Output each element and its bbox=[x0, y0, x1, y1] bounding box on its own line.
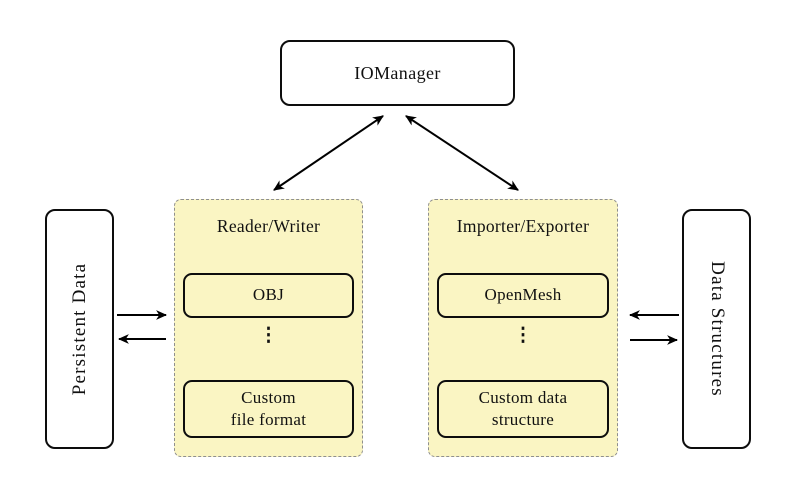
group-importer-exporter: Importer/Exporter OpenMesh ⋮ Custom data… bbox=[428, 199, 618, 457]
group-reader-writer-title: Reader/Writer bbox=[216, 216, 321, 236]
node-data-structures: Data Structures bbox=[682, 209, 751, 449]
group-importer-exporter-title: Importer/Exporter bbox=[456, 216, 590, 236]
node-custom-file-format-line2: file format bbox=[230, 410, 307, 429]
node-obj: OBJ bbox=[183, 273, 354, 318]
node-persistent-data-label: Persistent Data bbox=[68, 262, 90, 396]
arrow-iomanager-importer-exporter bbox=[405, 115, 519, 191]
node-openmesh-label: OpenMesh bbox=[484, 285, 562, 305]
node-obj-label: OBJ bbox=[252, 285, 285, 305]
group-reader-writer: Reader/Writer OBJ ⋮ Custom file format bbox=[174, 199, 363, 457]
node-iomanager: IOManager bbox=[280, 40, 515, 106]
node-custom-data-structure-line1: Custom data bbox=[478, 387, 568, 407]
node-data-structures-label: Data Structures bbox=[706, 261, 728, 397]
node-custom-file-format-line1: Custom bbox=[241, 387, 296, 407]
node-iomanager-label: IOManager bbox=[354, 62, 441, 83]
ellipsis-reader-writer: ⋮ bbox=[259, 325, 278, 346]
ellipsis-importer-exporter: ⋮ bbox=[513, 325, 533, 346]
node-custom-file-format: Custom file format bbox=[183, 380, 354, 438]
node-openmesh: OpenMesh bbox=[437, 273, 609, 318]
node-custom-data-structure: Custom data structure bbox=[437, 380, 609, 438]
node-custom-data-structure-line2: structure bbox=[491, 410, 555, 429]
arrow-iomanager-reader-writer bbox=[273, 115, 384, 191]
node-persistent-data: Persistent Data bbox=[45, 209, 114, 449]
